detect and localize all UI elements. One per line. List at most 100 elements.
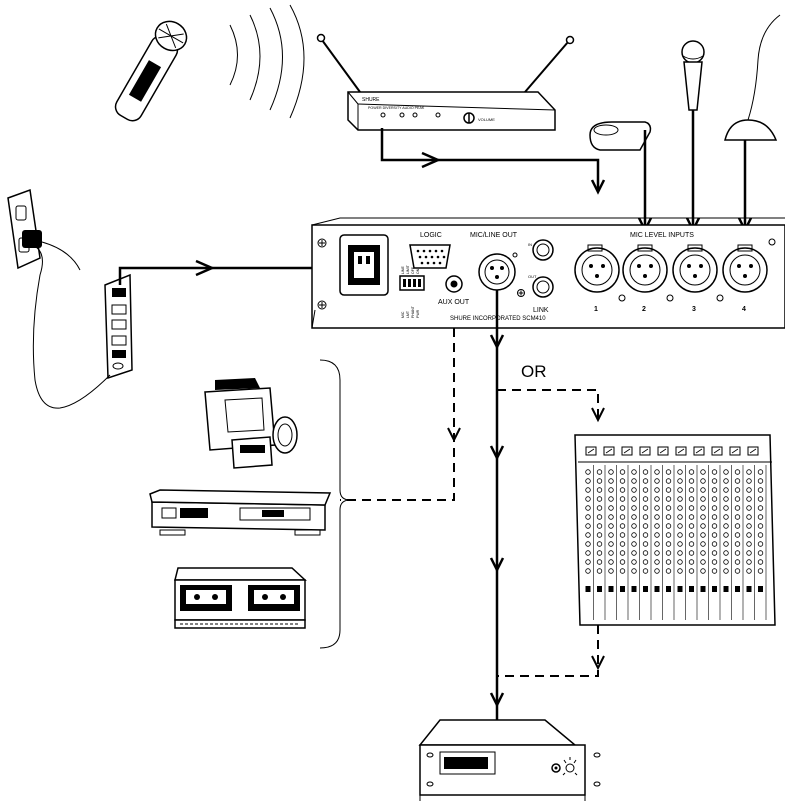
channel-knob — [608, 541, 614, 547]
channel-knob — [677, 550, 683, 556]
channel-knob — [631, 559, 637, 565]
channel-knob — [619, 541, 626, 547]
channel-knob — [631, 505, 637, 511]
channel-knob — [688, 532, 695, 538]
channel-knob — [711, 505, 718, 511]
channel-knob — [688, 496, 695, 502]
channel-knob — [711, 568, 718, 574]
channel-fader — [597, 586, 602, 592]
power-cable — [118, 266, 340, 285]
channel-knob — [723, 523, 729, 529]
channel-knob — [665, 532, 672, 538]
channel-knob — [642, 550, 649, 556]
channel-knob — [585, 532, 591, 538]
svg-text:PHANT: PHANT — [411, 305, 415, 318]
channel-knob — [665, 568, 672, 574]
channel-knob — [677, 532, 683, 538]
channel-knob — [585, 487, 591, 493]
channel-fader — [631, 586, 637, 592]
channel-knob — [746, 487, 752, 493]
power-amplifier — [418, 719, 601, 801]
channel-knob — [596, 523, 603, 529]
channel-knob — [596, 568, 603, 574]
channel-knob — [665, 496, 672, 502]
svg-text:1: 1 — [594, 306, 598, 313]
mic-line-out-label: MIC/LINE OUT — [470, 232, 518, 239]
channel-knob — [700, 469, 706, 475]
channel-knob — [723, 541, 729, 547]
channel-knob — [654, 505, 660, 511]
channel-knob — [688, 559, 695, 565]
channel-fader — [666, 586, 671, 592]
channel-knob — [665, 514, 672, 520]
channel-fader — [712, 586, 717, 592]
channel-knob — [631, 514, 637, 520]
power-strip — [29, 243, 133, 409]
svg-text:2: 2 — [642, 306, 646, 313]
channel-knob — [642, 496, 649, 502]
channel-knob — [734, 487, 741, 493]
channel-knob — [677, 514, 683, 520]
svg-text:LMT: LMT — [406, 310, 410, 318]
svg-text:PWR: PWR — [416, 309, 420, 318]
channel-knob — [688, 514, 695, 520]
boundary-microphone — [589, 121, 653, 233]
channel-knob — [711, 487, 718, 493]
channel-knob — [631, 568, 637, 574]
mic-input-2: 2 — [622, 244, 668, 313]
receiver-output-cable — [380, 128, 600, 190]
channel-knob — [585, 496, 591, 502]
channel-knob — [654, 532, 660, 538]
channel-knob — [734, 568, 741, 574]
channel-knob — [700, 487, 706, 493]
channel-knob — [654, 487, 660, 493]
channel-knob — [734, 532, 741, 538]
channel-knob — [757, 496, 764, 502]
channel-fader — [608, 586, 614, 592]
channel-knob — [746, 478, 752, 484]
channel-knob — [734, 514, 741, 520]
link-label: LINK — [533, 307, 549, 314]
svg-text:OUT: OUT — [528, 274, 537, 279]
channel-fader — [735, 586, 740, 592]
channel-knob — [734, 505, 741, 511]
channel-knob — [654, 550, 660, 556]
channel-knob — [642, 505, 649, 511]
channel-knob — [688, 469, 695, 475]
channel-knob — [757, 514, 764, 520]
channel-knob — [631, 550, 637, 556]
wall-outlet — [7, 188, 81, 271]
channel-knob — [757, 478, 764, 484]
wireless-handheld-microphone — [114, 20, 188, 122]
channel-knob — [700, 514, 706, 520]
or-label: OR — [521, 362, 547, 381]
channel-knob — [619, 550, 626, 556]
vcr — [149, 489, 332, 536]
channel-knob — [746, 505, 752, 511]
wireless-receiver: SHURE POWER DIVERSITY AUDIO PEAK VOLUME — [316, 33, 575, 131]
channel-knob — [608, 523, 614, 529]
channel-fader — [654, 586, 660, 592]
channel-knob — [723, 532, 729, 538]
channel-knob — [654, 568, 660, 574]
channel-knob — [746, 523, 752, 529]
channel-knob — [642, 541, 649, 547]
channel-knob — [688, 505, 695, 511]
channel-knob — [608, 514, 614, 520]
channel-knob — [596, 550, 603, 556]
receiver-volume-label: VOLUME — [478, 117, 495, 122]
channel-knob — [642, 478, 649, 484]
channel-knob — [665, 523, 672, 529]
scm410-rear-panel: LOGIC LINE LIMIT OFF ON MIC LMT PHANT PW… — [311, 217, 785, 329]
channel-knob — [677, 505, 683, 511]
channel-knob — [723, 487, 729, 493]
svg-text:ON: ON — [416, 268, 420, 274]
mic-input-4: 4 — [722, 244, 768, 313]
channel-knob — [585, 478, 591, 484]
channel-fader — [677, 586, 683, 592]
channel-knob — [734, 469, 741, 475]
channel-knob — [665, 487, 672, 493]
channel-knob — [642, 559, 649, 565]
channel-knob — [619, 568, 626, 574]
channel-knob — [654, 514, 660, 520]
